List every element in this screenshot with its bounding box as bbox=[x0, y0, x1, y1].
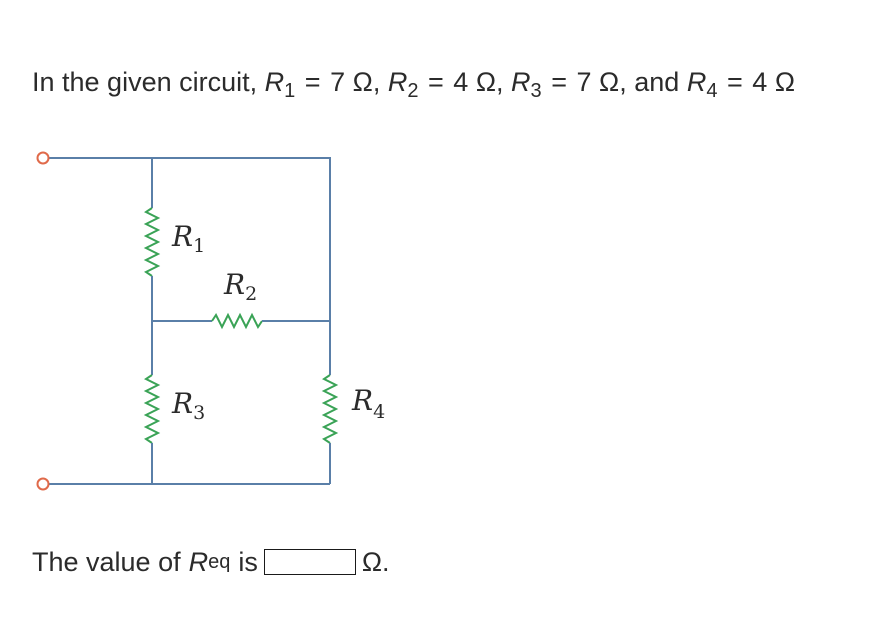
is-word: is bbox=[238, 547, 258, 577]
and-word: and bbox=[634, 67, 680, 97]
r4-subscript: 4 bbox=[706, 80, 718, 102]
equals-sign: = bbox=[427, 67, 444, 97]
resistor-r4 bbox=[321, 374, 339, 444]
answer-prefix: The value of bbox=[32, 547, 181, 577]
top-wire bbox=[49, 157, 331, 321]
label-r2: R2 bbox=[223, 268, 257, 305]
r4-symbol: R bbox=[686, 67, 707, 97]
r3-subscript: 3 bbox=[530, 80, 542, 102]
r1-subscript: 1 bbox=[284, 80, 296, 102]
answer-input[interactable] bbox=[263, 549, 356, 575]
r3-symbol: R bbox=[511, 67, 531, 97]
resistor-r3 bbox=[143, 374, 161, 444]
label-r4: R4 bbox=[351, 384, 385, 423]
ohm-unit: Ω bbox=[599, 67, 620, 97]
req-symbol: R bbox=[188, 547, 209, 577]
ohm-unit: Ω bbox=[475, 67, 497, 97]
req-subscript: eq bbox=[208, 551, 231, 573]
question-text: In the given circuit, R1 = 7 Ω, R2 = 4 Ω… bbox=[32, 62, 795, 111]
separator: , bbox=[372, 67, 381, 97]
equals-sign: = bbox=[551, 67, 567, 97]
ohm-unit: Ω bbox=[774, 67, 795, 97]
r2-value: 4 bbox=[453, 67, 469, 97]
resistor-r2 bbox=[211, 312, 263, 330]
r2-subscript: 2 bbox=[407, 80, 419, 102]
separator: , bbox=[496, 67, 504, 97]
r3-value: 7 bbox=[576, 67, 592, 97]
ohm-unit: Ω bbox=[352, 67, 373, 97]
separator: , bbox=[619, 67, 627, 97]
equals-sign: = bbox=[726, 67, 743, 97]
label-r1: R1 bbox=[171, 220, 205, 257]
r1-symbol: R bbox=[264, 67, 285, 97]
equals-sign: = bbox=[304, 67, 321, 97]
top-terminal bbox=[36, 151, 50, 165]
answer-unit: Ω. bbox=[361, 547, 390, 577]
resistor-r1 bbox=[143, 207, 161, 277]
r1-value: 7 bbox=[330, 67, 346, 97]
r4-value: 4 bbox=[752, 67, 768, 97]
r2-symbol: R bbox=[387, 67, 408, 97]
bottom-terminal bbox=[36, 477, 50, 491]
question-intro: In the given circuit, bbox=[32, 67, 258, 97]
label-r3: R3 bbox=[171, 387, 205, 424]
